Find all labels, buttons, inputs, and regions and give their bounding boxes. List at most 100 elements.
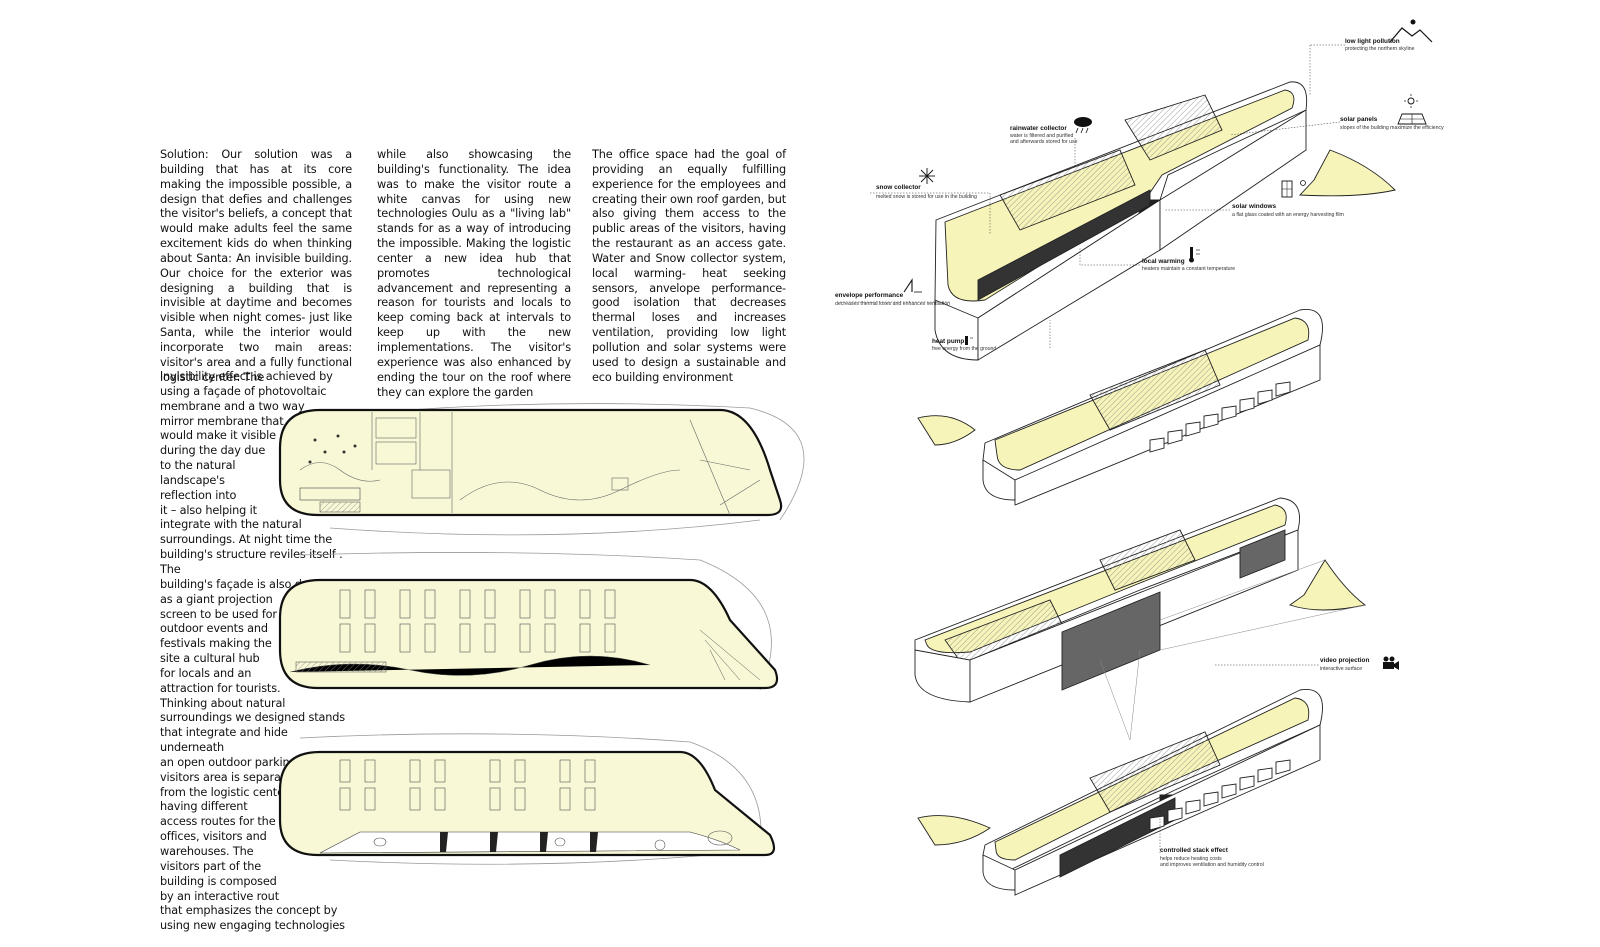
mountain-icon [1389,19,1433,43]
text-line: as a giant projection [160,592,273,606]
parking-stand [1275,759,1291,775]
text-column-1-wrapped: invisibility effect is achieved by using … [160,370,352,934]
storage-rack [424,623,436,653]
storage-rack [364,787,376,811]
text-line: visitors area is separated [160,770,299,784]
sun-icon [1404,94,1418,108]
text-line: membrane and a two way [160,399,305,413]
parking-stand [1257,389,1273,405]
axonometric-view-2 [917,309,1323,506]
text-column-3: The office space had the goal of providi… [592,148,786,384]
heat-pump-icon [965,336,973,345]
axonometric-view-3 [914,497,1367,741]
parking-stand [1221,405,1237,421]
label-snow-collector-sub: melted snow is stored for use in the bui… [876,194,977,200]
text-line: surroundings. At night time the [160,533,333,547]
label-envelope-performance: envelope performance [835,292,904,299]
label-stack-sub-1: helps reduce heating costs [1160,856,1222,862]
floor-plan-2 [278,552,779,691]
parking-stand [1203,413,1219,429]
storage-rack [559,787,571,811]
storage-rack [339,589,351,619]
storage-rack [489,787,501,811]
storage-rack [364,759,376,783]
text-line: using new engaging technologies [160,919,345,933]
text-line: festivals making the [160,637,272,651]
text-line: invisibility effect is achieved by [160,370,333,383]
envelope-icon [903,278,922,293]
thermometer-icon [1189,247,1200,263]
text-line: for locals and an [160,666,252,680]
parking-stand [1221,783,1237,799]
storage-rack [584,759,596,783]
storage-rack [434,787,446,811]
text-line: outdoor events and [160,622,268,636]
text-line: building is composed [160,874,277,888]
text-line: having different [160,800,248,814]
label-rainwater-collector: rainwater collector [1010,125,1067,132]
text-line: visitors part of the [160,859,262,873]
label-controlled-stack-effect: controlled stack effect [1160,847,1229,854]
storage-rack [519,623,531,653]
storage-rack [399,589,411,619]
parking-stand [1239,397,1255,413]
text-column-2: while also showcasing the building's fun… [377,148,571,399]
text-line: that integrate and hide underneath [160,726,288,755]
text-line: an open outdoor parking .The [160,755,324,769]
label-stack-sub-2: and improves ventilation and humidity co… [1160,862,1264,868]
label-snow-collector: snow collector [876,184,921,191]
storage-rack [364,589,376,619]
text-column-1-top: Solution: Our solution was a building th… [160,148,352,384]
storage-rack [544,589,556,619]
text-line: reflection into [160,488,237,502]
floor-plan-1 [278,403,805,536]
text-line: it – also helping it [160,503,257,517]
text-line: mirror membrane that [160,414,284,428]
text-line: from the logistic center [160,785,289,799]
storage-rack [604,623,616,653]
text-line: would make it visible [160,429,276,443]
projector-icon [1383,656,1399,670]
label-envelope-performance-sub: decreases thermal loses and enhances ven… [835,301,950,307]
storage-rack [339,787,351,811]
rain-cloud-icon [1074,117,1092,134]
snowflake-icon [919,168,935,184]
text-line: offices, visitors and [160,830,267,844]
storage-rack [484,589,496,619]
axonometric-view-1 [934,81,1396,361]
label-rainwater-sub-2: and afterwards stored for use [1010,139,1078,145]
storage-rack [484,623,496,653]
label-local-warming: local warming [1142,258,1185,265]
storage-rack [339,759,351,783]
text-line: integrate with the natural [160,518,302,532]
text-line: warehouses. The [160,845,254,858]
storage-rack [604,589,616,619]
label-low-light-pollution: low light pollution [1345,38,1400,45]
label-video-projection: video projection [1320,657,1369,664]
storage-rack [514,759,526,783]
label-solar-windows-sub: a flat glass coated with an energy harve… [1232,212,1344,218]
label-solar-panels-sub: slopes of the building maximize the effi… [1340,125,1444,131]
storage-rack [339,623,351,653]
storage-rack [424,589,436,619]
storage-rack [364,623,376,653]
axonometric-view-4 [917,689,1323,896]
text-line: access routes for the [160,815,276,829]
label-heat-pump: heat pump [932,338,964,345]
label-solar-windows: solar windows [1232,203,1276,210]
storage-rack [409,759,421,783]
storage-rack [519,589,531,619]
solar-window-icon [1281,180,1306,198]
parking-stand [1185,421,1201,437]
text-line: by an interactive rout [160,889,279,903]
storage-rack [434,759,446,783]
parking-stand [1167,807,1183,823]
storage-rack [559,759,571,783]
storage-rack [514,787,526,811]
text-line: attraction for tourists. [160,681,281,695]
label-heat-pump-sub: free energy from the ground [932,346,996,352]
storage-rack [459,623,471,653]
label-solar-panels: solar panels [1340,116,1378,123]
parking-stand [1203,791,1219,807]
